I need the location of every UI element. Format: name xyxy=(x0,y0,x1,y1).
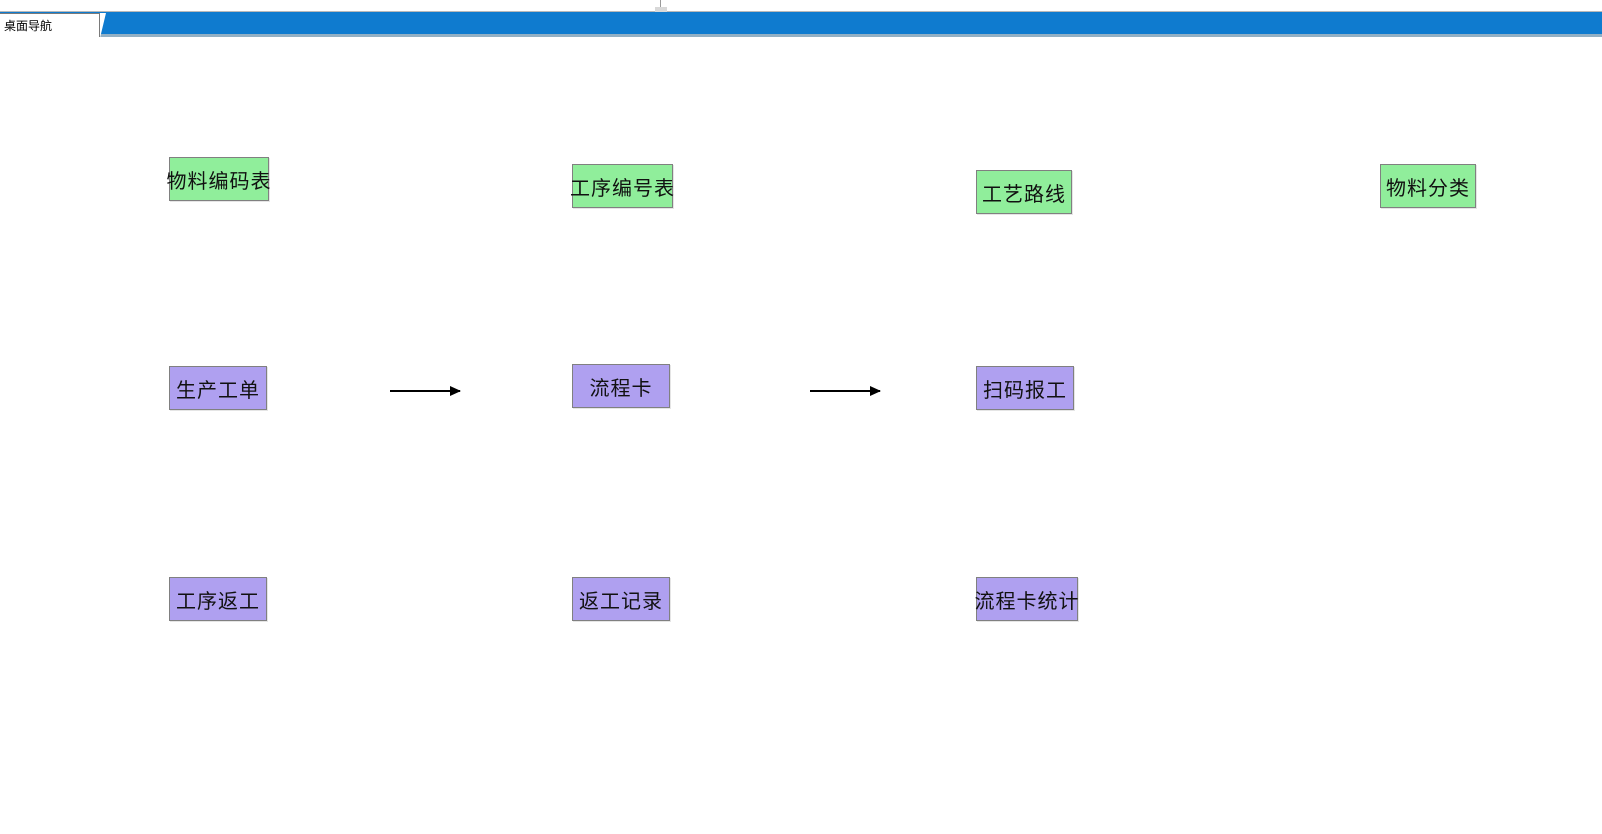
arrow-card-to-scan-icon xyxy=(810,386,881,396)
node-material-category[interactable]: 物料分类 xyxy=(1380,164,1476,208)
window-top-strip xyxy=(0,0,1602,12)
node-label: 扫码报工 xyxy=(983,377,1067,402)
tab-desktop-nav-label: 桌面导航 xyxy=(4,18,53,33)
navigation-canvas: 物料编码表 工序编号表 工艺路线 物料分类生产工单 流程卡 扫码报工工序返工 返工记录 流程卡… xyxy=(0,37,1602,834)
window-titlebar xyxy=(0,12,1602,34)
top-strip-divider xyxy=(660,0,661,11)
node-process-number-table[interactable]: 工序编号表 xyxy=(570,164,675,208)
node-label: 流程卡统计 xyxy=(974,588,1080,613)
node-production-work-order[interactable]: 生产工单 xyxy=(169,366,267,410)
titlebar-shadow xyxy=(0,34,1602,37)
tab-strip: 桌面导航 xyxy=(0,13,106,38)
node-process-card[interactable]: 流程卡 xyxy=(572,364,670,408)
node-label: 工序编号表 xyxy=(570,175,675,200)
arrow-order-to-card-icon xyxy=(390,386,461,396)
tab-corner-decoration xyxy=(100,13,106,38)
node-label: 流程卡 xyxy=(589,375,653,400)
node-material-code-table[interactable]: 物料编码表 xyxy=(166,157,272,201)
node-rework-record[interactable]: 返工记录 xyxy=(572,577,670,621)
node-label: 工艺路线 xyxy=(982,181,1066,206)
node-process-card-stats[interactable]: 流程卡统计 xyxy=(974,577,1080,621)
node-scan-code-report[interactable]: 扫码报工 xyxy=(976,366,1074,410)
tab-desktop-nav[interactable]: 桌面导航 xyxy=(0,13,100,38)
node-label: 工序返工 xyxy=(176,588,260,613)
node-label: 生产工单 xyxy=(176,377,260,402)
node-label: 物料编码表 xyxy=(166,168,272,193)
node-label: 返工记录 xyxy=(579,588,663,613)
node-process-route[interactable]: 工艺路线 xyxy=(976,170,1072,214)
node-process-rework[interactable]: 工序返工 xyxy=(169,577,267,621)
top-strip-notch xyxy=(655,7,667,12)
node-label: 物料分类 xyxy=(1386,175,1470,200)
